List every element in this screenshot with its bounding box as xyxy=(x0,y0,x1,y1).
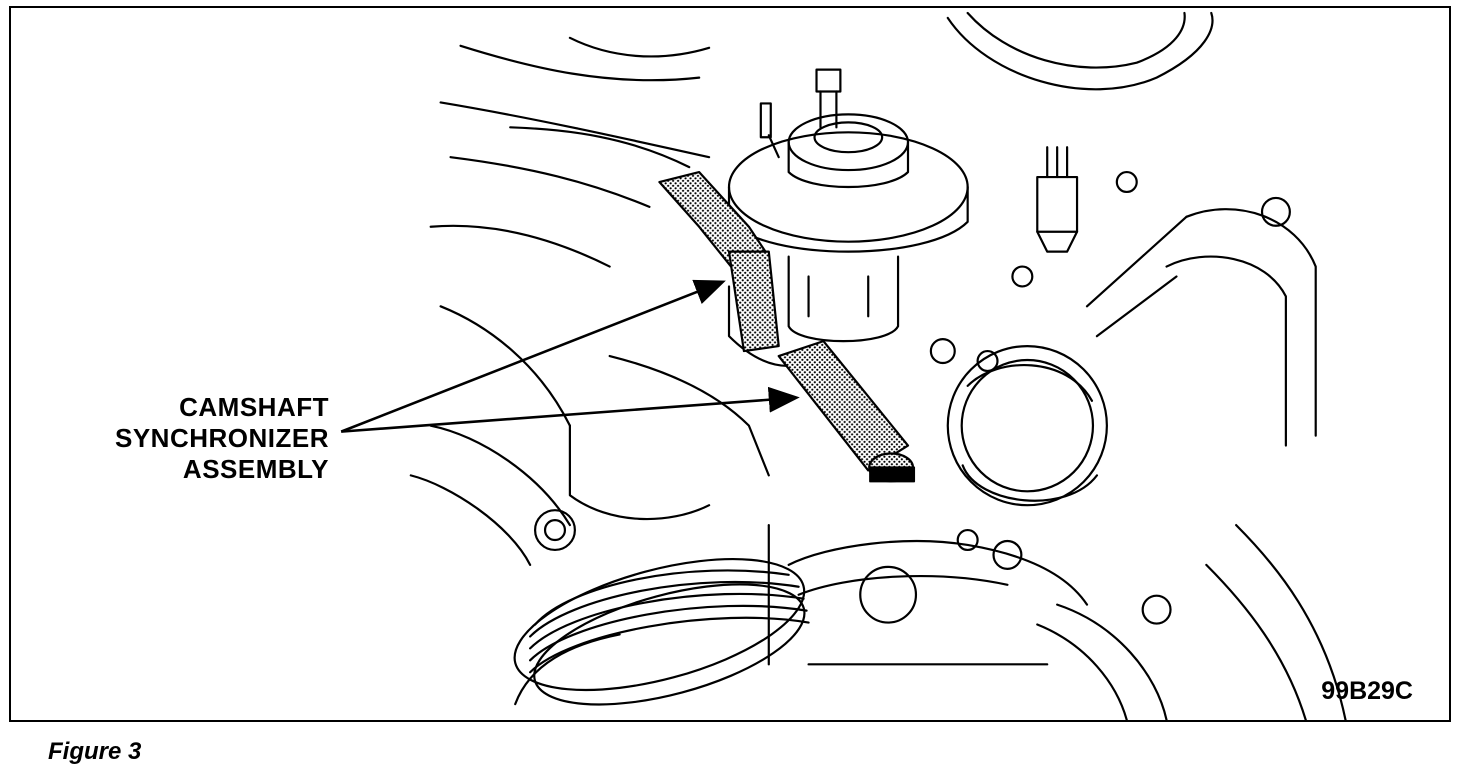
camshaft-synchronizer-callout: CAMSHAFT SYNCHRONIZER ASSEMBLY xyxy=(71,392,329,485)
figure-id: 99B29C xyxy=(1321,677,1413,705)
figure-caption: Figure 3 xyxy=(48,738,142,765)
engine-illustration xyxy=(340,11,1347,720)
callout-line-1: CAMSHAFT xyxy=(179,392,329,422)
callout-line-3: ASSEMBLY xyxy=(182,454,329,484)
callout-line-2: SYNCHRONIZER xyxy=(114,423,329,453)
figure-frame: CAMSHAFT SYNCHRONIZER ASSEMBLY 99B29C xyxy=(9,6,1451,722)
